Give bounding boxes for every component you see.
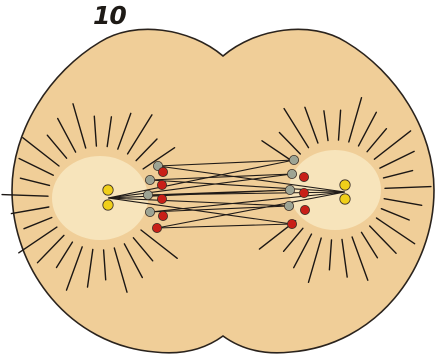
- left-centrosome-zone: [52, 156, 148, 240]
- chromatid-red: [299, 172, 308, 181]
- chromatid-grey: [289, 155, 298, 164]
- chromatid-grey: [143, 190, 152, 199]
- chromatid-grey: [285, 185, 294, 194]
- chromatid-red: [158, 211, 167, 220]
- chromatid-grey: [287, 169, 296, 178]
- chromatid-red: [157, 194, 166, 203]
- chromatid-red: [300, 205, 309, 214]
- centriole: [103, 185, 113, 195]
- chromatid-red: [287, 219, 296, 228]
- chromatid-red: [299, 188, 308, 197]
- chromatid-red: [152, 223, 161, 232]
- chromatid-grey: [145, 207, 154, 216]
- centriole: [103, 200, 113, 210]
- chromatid-red: [158, 167, 167, 176]
- chromatid-red: [157, 180, 166, 189]
- chromatid-grey: [145, 175, 154, 184]
- centriole: [340, 180, 350, 190]
- centriole: [340, 194, 350, 204]
- chromatid-grey: [284, 201, 293, 210]
